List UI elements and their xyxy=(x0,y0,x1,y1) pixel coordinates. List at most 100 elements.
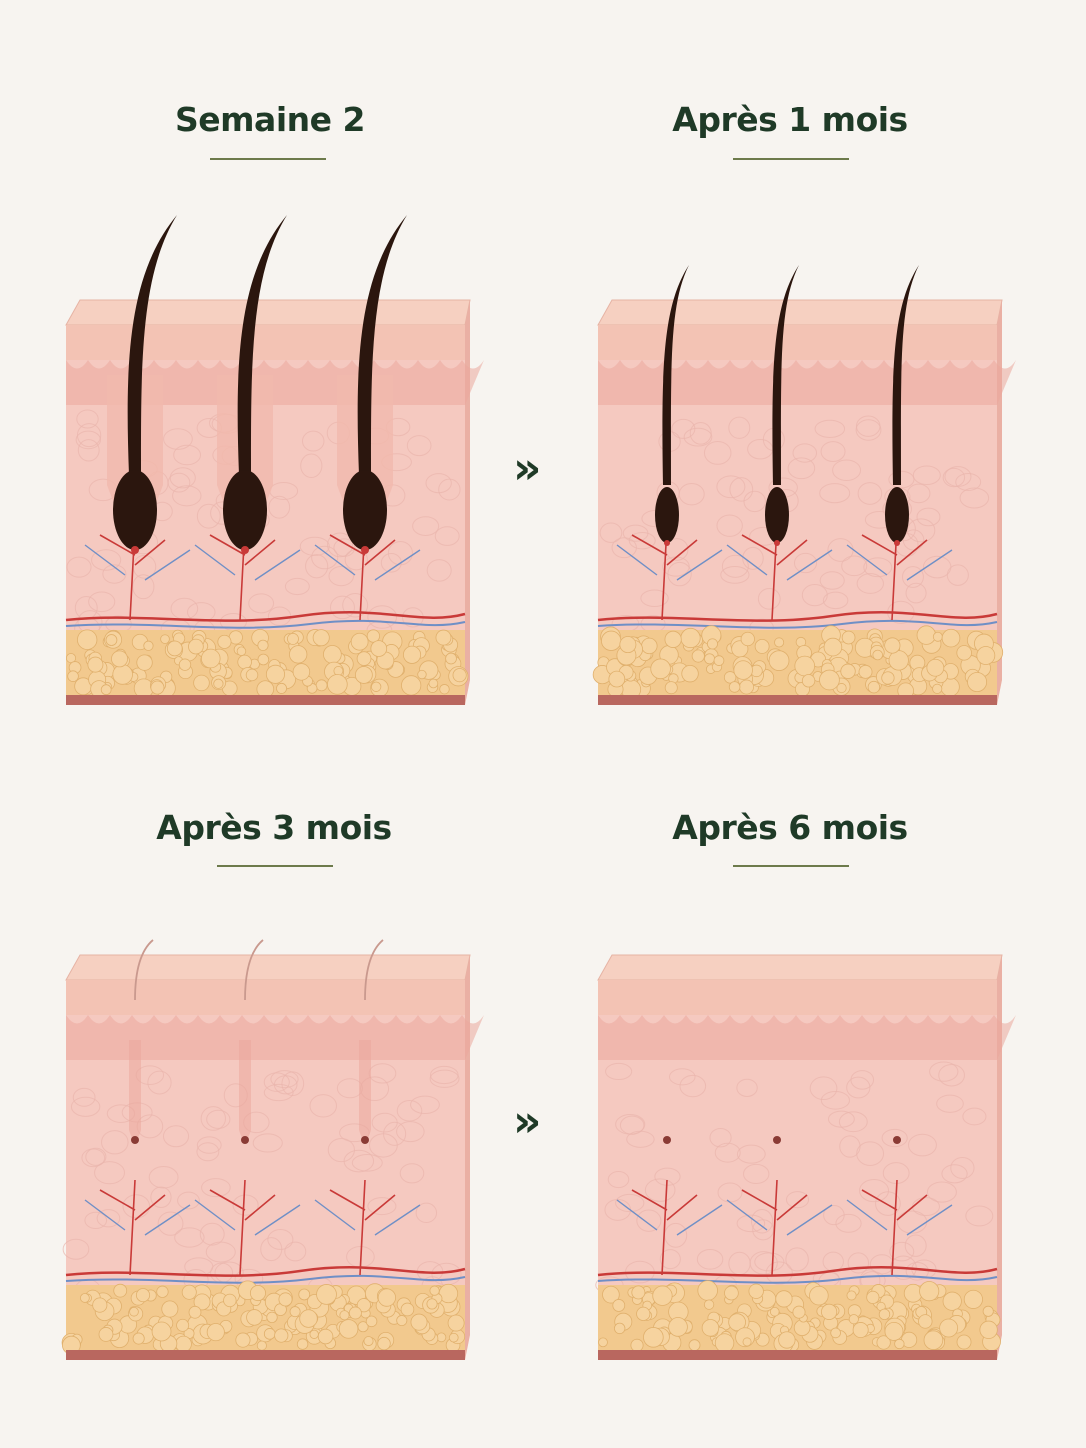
fat-cell xyxy=(976,646,996,665)
fat-cell xyxy=(136,654,153,671)
dermis-cell xyxy=(856,573,884,594)
fat-cell xyxy=(193,1293,211,1311)
dermal-papilla-dot xyxy=(131,546,139,554)
hair-shaft xyxy=(357,215,407,475)
fat-cell xyxy=(680,627,701,649)
fat-cell xyxy=(436,1332,447,1343)
capillary-branch xyxy=(616,1199,723,1236)
dermis-cell xyxy=(709,1127,732,1148)
dermis-cell xyxy=(743,1163,770,1185)
dermis-cell xyxy=(820,1091,850,1110)
dermis-cell xyxy=(148,1166,179,1189)
fat-cell xyxy=(918,1314,933,1329)
dermis-cell xyxy=(659,1249,681,1270)
fat-cell xyxy=(287,632,299,645)
hair-shaft xyxy=(127,215,177,475)
fat-cell xyxy=(400,1302,415,1317)
fat-cell xyxy=(188,638,204,655)
fat-cell xyxy=(289,1306,301,1318)
dermis-cell xyxy=(668,1068,696,1086)
fat-cell xyxy=(452,668,467,683)
dermis-cell xyxy=(628,532,656,550)
follicle-remnant xyxy=(359,1040,371,1140)
dermis-cell xyxy=(196,1142,220,1162)
dermis-cell xyxy=(905,582,927,604)
follicle-remnant xyxy=(239,1040,251,1140)
dermis-cell xyxy=(84,1211,108,1230)
dermis-cell xyxy=(742,546,764,570)
fat-cell xyxy=(327,674,348,695)
skin-surface xyxy=(597,954,1003,981)
skin-cross-section-month3 xyxy=(61,939,484,1360)
dermis-cell xyxy=(929,1061,959,1082)
dermis-cell xyxy=(174,1227,205,1248)
dermis-cell xyxy=(765,1261,793,1285)
skin-cross-section-week2 xyxy=(65,215,484,705)
dermis-cell xyxy=(736,1214,766,1233)
fat-cell xyxy=(181,1284,197,1300)
dermis-cell xyxy=(169,467,196,489)
vein-vessel xyxy=(65,1274,466,1284)
artery-vessel xyxy=(597,611,998,622)
fat-cell xyxy=(161,1300,179,1318)
fat-cell xyxy=(100,684,112,696)
dermis-cell xyxy=(716,514,743,537)
fat-cell xyxy=(748,1283,764,1299)
fat-cell xyxy=(176,1318,190,1332)
dermis-cell xyxy=(889,1241,915,1262)
title-underline xyxy=(210,158,326,160)
fat-cell xyxy=(956,645,972,661)
fat-cell xyxy=(223,1293,237,1308)
epidermis-layer xyxy=(598,980,997,1015)
fat-cell xyxy=(631,1285,646,1300)
dermis-cell xyxy=(856,1141,885,1166)
dermis-cell xyxy=(936,1094,964,1113)
dermis-cell xyxy=(248,593,275,614)
dermal-papilla-dot xyxy=(894,540,900,546)
fat-cell xyxy=(872,649,883,661)
fat-cell xyxy=(265,664,286,684)
fat-cell xyxy=(939,1318,959,1338)
dermis-cell xyxy=(284,577,310,596)
dermis-cell xyxy=(696,1248,724,1270)
fat-cell xyxy=(356,651,372,666)
fat-cell xyxy=(156,1285,169,1298)
fat-cell xyxy=(894,1338,905,1350)
epidermis-layer xyxy=(66,325,465,360)
follicle-dot xyxy=(241,1136,249,1144)
follicle-remnant xyxy=(129,1040,141,1140)
capillary-branch xyxy=(329,1179,396,1276)
fat-cell xyxy=(723,671,737,684)
hair-bulb xyxy=(113,470,157,550)
fat-cell xyxy=(245,668,259,682)
dermal-papilla-dot xyxy=(664,540,670,546)
dermis-cell xyxy=(162,1125,190,1148)
fat-cell xyxy=(439,684,450,695)
dermis-cell xyxy=(396,1100,423,1122)
dermis-cell xyxy=(351,1153,383,1172)
dermis-cell xyxy=(729,477,754,502)
dermis-cell xyxy=(232,1194,259,1216)
vein-vessel xyxy=(597,1274,998,1284)
dermis-cell xyxy=(263,1083,294,1102)
dermis-cell xyxy=(301,430,325,452)
fat-cell xyxy=(688,1339,701,1352)
fat-cell xyxy=(438,1283,459,1304)
dermis-cell xyxy=(205,1241,236,1263)
dermis-cell xyxy=(950,1156,975,1179)
dermis-cell xyxy=(907,483,931,504)
dermis-cell xyxy=(703,440,732,465)
fat-cell xyxy=(276,682,287,694)
dermis-cell xyxy=(70,1096,101,1117)
dermis-cell xyxy=(857,482,883,505)
fat-cell xyxy=(876,1335,891,1350)
dermis-cell xyxy=(412,516,440,536)
capillary-branch xyxy=(194,544,301,581)
fat-cell xyxy=(630,1338,644,1352)
fat-cell xyxy=(836,683,847,694)
dermis-cell xyxy=(822,591,849,610)
dermis-cell xyxy=(902,529,925,551)
fat-cell xyxy=(888,650,909,671)
dermis-cell xyxy=(270,1070,299,1089)
fat-cell xyxy=(402,645,422,664)
